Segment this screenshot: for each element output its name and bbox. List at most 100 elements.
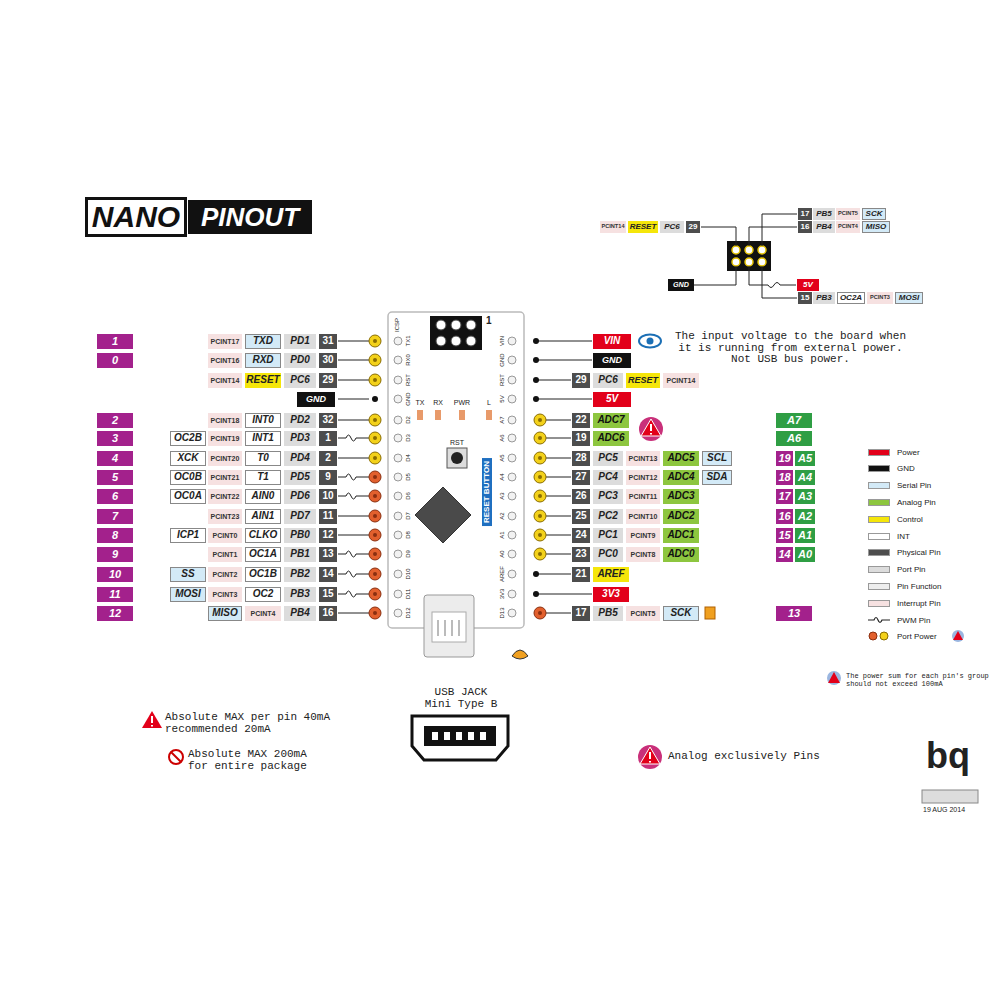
pin-label: NANO xyxy=(92,202,180,232)
pin-label: MISO xyxy=(866,223,886,231)
legend-sample-space xyxy=(868,617,890,624)
arduino-pin-number: 16 xyxy=(776,509,793,524)
pin-label: 12 xyxy=(322,530,333,540)
physical-pin-tag: 16 xyxy=(319,606,337,621)
board-pin-hole xyxy=(394,590,402,598)
pin-label: PD4 xyxy=(290,453,309,463)
pin-circle xyxy=(369,568,381,580)
port-pin-tag: PC3 xyxy=(593,489,623,504)
pin-label: PD5 xyxy=(290,472,309,482)
legend-swatch xyxy=(868,583,890,590)
pin-label: PC5 xyxy=(598,453,617,463)
pcint-tag: PCINT14 xyxy=(663,373,699,388)
power-pin-tag: VIN xyxy=(593,334,631,349)
serial-pin-tag: MISO xyxy=(862,221,890,233)
pin-label: 29 xyxy=(575,375,586,385)
legend-text: Physical Pin xyxy=(897,548,941,557)
legend-text: PWM Pin xyxy=(897,616,930,625)
arduino-pin-number: 11 xyxy=(97,587,133,602)
pin-label: 28 xyxy=(575,453,586,463)
warning-icon xyxy=(827,671,841,685)
leader-line xyxy=(338,493,369,499)
pin-circle xyxy=(538,456,542,460)
silk-label: D9 xyxy=(405,550,411,558)
pin-label: PCINT3 xyxy=(213,591,238,598)
analog-pin-tag: ADC0 xyxy=(663,547,699,562)
legend-swatch xyxy=(868,549,890,556)
pin-label: PB0 xyxy=(290,530,309,540)
arduino-pin-number: 4 xyxy=(97,451,133,466)
physical-pin-tag: 17 xyxy=(572,606,590,621)
pin-label: 11 xyxy=(109,589,120,600)
pcint-tag: PCINT22 xyxy=(208,489,242,504)
silk-label: TX1 xyxy=(405,335,411,346)
legend-entry: Power xyxy=(868,446,920,458)
legend-entry: Interrupt Pin xyxy=(868,597,941,609)
silk-label: D3 xyxy=(405,434,411,442)
physical-pin-tag: 32 xyxy=(319,413,337,428)
usb-jack-drawing xyxy=(424,726,496,746)
pin-label: PCINT19 xyxy=(211,435,240,442)
icsp-holes xyxy=(436,320,476,346)
leader-line xyxy=(546,613,571,614)
pin-function-tag: T1 xyxy=(245,470,281,485)
pin-label: 15 xyxy=(778,530,790,541)
pin-label: 22 xyxy=(575,415,586,425)
leader-line xyxy=(338,399,369,400)
pin-label: 14 xyxy=(322,569,333,579)
pin-label: PC3 xyxy=(598,491,617,501)
physical-pin-tag: 27 xyxy=(572,470,590,485)
arduino-analog-tag: A2 xyxy=(795,509,815,524)
pin-label: PC4 xyxy=(598,472,617,482)
arduino-pin-number: 17 xyxy=(776,489,793,504)
pin-label: A7 xyxy=(787,415,801,426)
pin-label: PCINT23 xyxy=(211,513,240,520)
pin-label: ADC0 xyxy=(667,549,694,559)
pin-label: 19 xyxy=(778,453,790,464)
port-pin-tag: PB0 xyxy=(284,528,316,543)
pin-label: PB3 xyxy=(816,294,832,302)
warning-icon xyxy=(638,745,662,769)
port-pin-tag: PD0 xyxy=(284,353,316,368)
pin-label: ADC7 xyxy=(597,415,624,425)
icsp-header xyxy=(430,316,482,350)
pin-label: PB4 xyxy=(290,608,309,618)
pin-label: 25 xyxy=(575,511,586,521)
leader-line xyxy=(536,399,592,400)
reset-button-label: RESET BUTTON xyxy=(482,458,492,526)
pin-circle xyxy=(373,611,377,615)
pin-label: CLKO xyxy=(249,530,277,540)
mascot-icon xyxy=(512,650,528,659)
pcint-tag: PCINT3 xyxy=(867,292,893,304)
legend-sample-space xyxy=(868,633,890,640)
pin-label: 5V xyxy=(606,394,618,404)
arduino-pin-number: 6 xyxy=(97,489,133,504)
legend-text: Interrupt Pin xyxy=(897,599,941,608)
pin-label: PCINT14 xyxy=(601,224,624,230)
pin-label: PCINT14 xyxy=(667,377,696,384)
pin-label: 1 xyxy=(325,433,331,443)
pin-label: RESET xyxy=(246,375,279,385)
board-pin-hole xyxy=(394,570,402,578)
pin-dot xyxy=(372,396,378,402)
pin-circle xyxy=(534,490,546,502)
physical-pin-tag: 22 xyxy=(572,413,590,428)
pin-label: GND xyxy=(673,281,689,288)
serial-pin-tag: MOSI xyxy=(895,292,923,304)
pin-label: PD6 xyxy=(290,491,309,501)
pin-circle xyxy=(534,414,546,426)
pin-label: 19 xyxy=(575,433,586,443)
pin-leaders xyxy=(338,335,592,619)
pin-function-tag: AIN1 xyxy=(245,509,281,524)
board-pin-hole xyxy=(508,376,516,384)
pin-label: 30 xyxy=(322,355,333,365)
pin-label: OC0B xyxy=(174,472,202,482)
pcint-tag: PCINT4 xyxy=(245,606,281,621)
port-pin-tag: PD5 xyxy=(284,470,316,485)
usb-connector xyxy=(432,612,466,642)
pcint-tag: PCINT5 xyxy=(836,208,860,220)
pin-label: PB5 xyxy=(816,210,832,218)
pin-label: 16 xyxy=(322,608,333,618)
pin-label: PC6 xyxy=(598,375,617,385)
serial-pin-tag: TXD xyxy=(245,334,281,349)
